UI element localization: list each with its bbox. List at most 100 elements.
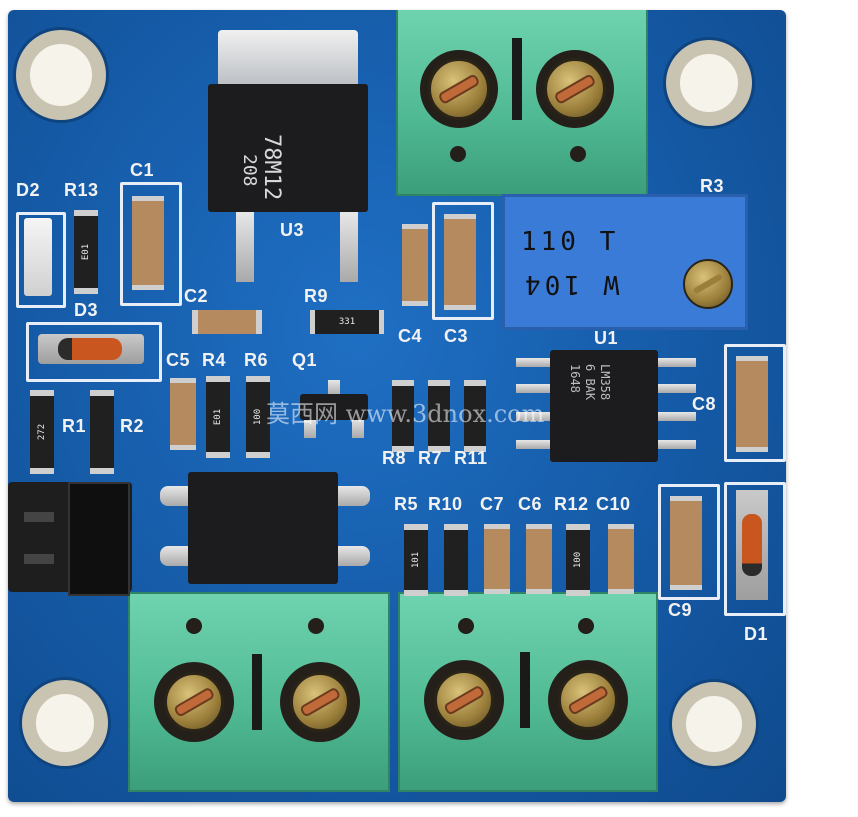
resistor-r10	[444, 524, 468, 596]
mounting-hole-bottom-right	[672, 682, 756, 766]
pot-adjust-screw	[683, 259, 733, 309]
resistor-r11	[464, 380, 486, 452]
jumper-pin	[24, 512, 54, 522]
watermark: 莫西网 www.3dnox.com	[266, 400, 545, 428]
screw	[558, 670, 618, 730]
transistor-pin	[328, 380, 340, 396]
label-c3: C3	[444, 326, 469, 346]
regulator-marking-line-2: 208	[239, 154, 260, 187]
resistor-code: 101	[411, 551, 421, 569]
label-u1: U1	[594, 328, 619, 348]
resistor-r12: 100	[566, 524, 590, 596]
capacitor-c5	[170, 378, 196, 450]
regulator-lead-left	[236, 212, 254, 282]
screw-hole	[420, 50, 498, 128]
trim-potentiometer: 110 T W 104	[502, 194, 748, 330]
d3-outline	[26, 322, 162, 382]
mounting-hole-top-right	[666, 40, 752, 126]
resistor-r5: 101	[404, 524, 428, 596]
resistor-r6: 100	[246, 376, 270, 458]
label-q1: Q1	[292, 350, 318, 370]
screw-hole	[536, 50, 614, 128]
resistor-r4: E01	[206, 376, 230, 458]
label-c8: C8	[692, 394, 717, 414]
wire-entry-hole	[570, 146, 586, 162]
label-r5: R5	[394, 494, 419, 514]
screw-hole	[424, 660, 504, 740]
regulator-lead-right	[340, 212, 358, 282]
resistor-r9: 331	[310, 310, 384, 334]
capacitor-c1	[132, 196, 164, 290]
capacitor-c4	[402, 224, 428, 306]
label-r3: R3	[700, 176, 725, 196]
capacitor-c7	[484, 524, 510, 594]
terminal-block-bottom-left	[128, 592, 390, 792]
label-d1: D1	[744, 624, 769, 644]
label-d2: D2	[16, 180, 41, 200]
pcb-board: 78M12 208 U3 110 T W 104 R3 LM358 6 BAK …	[8, 10, 786, 802]
screw	[428, 58, 490, 120]
wire-entry-hole	[308, 618, 324, 634]
transistor-pin	[352, 418, 364, 438]
label-c2: C2	[184, 286, 209, 306]
label-c6: C6	[518, 494, 543, 514]
label-r13: R13	[64, 180, 99, 200]
label-c7: C7	[480, 494, 505, 514]
label-c4: C4	[398, 326, 423, 346]
jumper-pin	[24, 554, 54, 564]
screw	[544, 58, 606, 120]
ic-marking-line-3: 1648	[568, 364, 582, 393]
diode-d1	[736, 490, 768, 600]
resistor-r7	[428, 380, 450, 452]
capacitor-c3	[444, 214, 476, 310]
jumper-header	[8, 482, 132, 596]
diode-d3	[38, 334, 144, 364]
opto-body	[188, 472, 338, 584]
label-r12: R12	[554, 494, 589, 514]
c1-outline	[120, 182, 182, 306]
screw-hole	[154, 662, 234, 742]
ic-marking-line-1: LM358	[598, 364, 612, 401]
regulator-marking-line-1: 78M12	[259, 134, 284, 201]
regulator-tab	[218, 30, 358, 88]
capacitor-c8	[736, 356, 768, 452]
jumper-cap	[68, 482, 130, 596]
resistor-code: E01	[213, 408, 223, 426]
transistor-q1	[294, 380, 374, 438]
terminal-divider	[520, 652, 530, 728]
screw-hole	[280, 662, 360, 742]
c8-outline	[724, 344, 786, 462]
wire-entry-hole	[450, 146, 466, 162]
label-r1: R1	[62, 416, 87, 436]
label-u3: U3	[280, 220, 305, 240]
diode-d2	[24, 218, 52, 296]
d2-outline	[16, 212, 66, 308]
label-r6: R6	[244, 350, 269, 370]
label-r9: R9	[304, 286, 329, 306]
label-c10: C10	[596, 494, 631, 514]
resistor-code: 100	[573, 551, 583, 569]
label-r8: R8	[382, 448, 407, 468]
optocoupler	[160, 472, 370, 592]
mounting-hole-bottom-left	[22, 680, 108, 766]
wire-entry-hole	[186, 618, 202, 634]
transistor-pin	[304, 418, 316, 438]
terminal-block-top	[396, 10, 648, 196]
resistor-code: 331	[338, 317, 356, 327]
capacitor-c9	[670, 496, 702, 590]
label-c1: C1	[130, 160, 155, 180]
d1-outline	[724, 482, 786, 616]
ic-marking-line-2: 6 BAK	[583, 364, 597, 401]
resistor-r13: E01	[74, 210, 98, 294]
c9-outline	[658, 484, 720, 600]
wire-entry-hole	[458, 618, 474, 634]
label-r4: R4	[202, 350, 227, 370]
ic-body: LM358 6 BAK 1648	[550, 350, 658, 462]
ic-marking: LM358 6 BAK 1648	[567, 364, 612, 400]
label-d3: D3	[74, 300, 99, 320]
screw	[434, 670, 494, 730]
label-r2: R2	[120, 416, 145, 436]
screw-hole	[548, 660, 628, 740]
transistor-body	[300, 394, 368, 420]
terminal-divider	[512, 38, 522, 120]
